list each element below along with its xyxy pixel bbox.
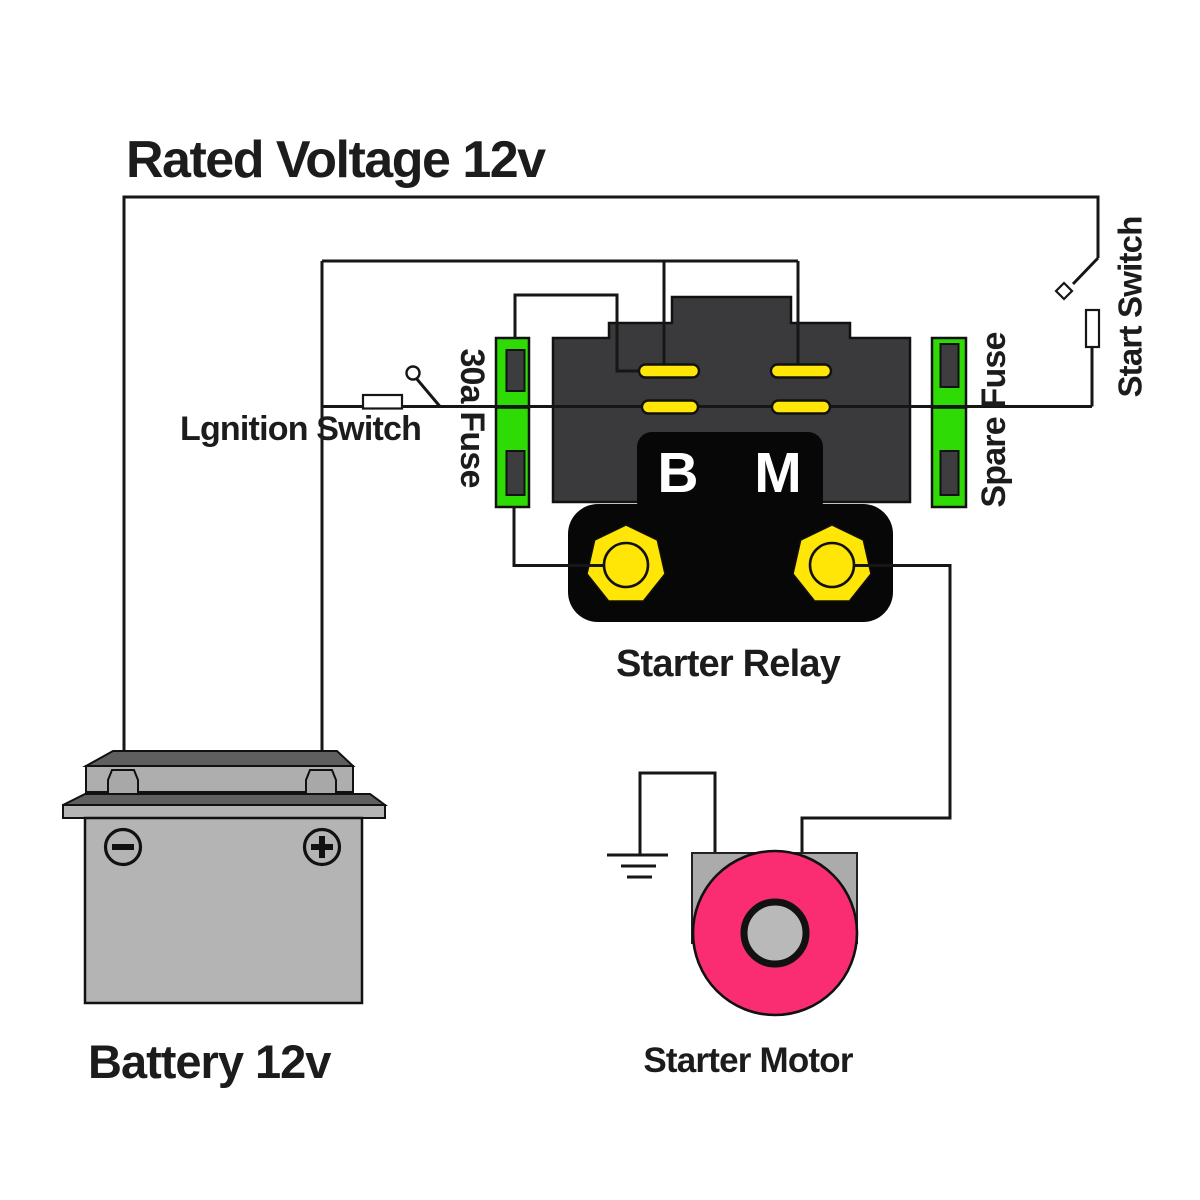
battery-flange-front bbox=[62, 804, 386, 819]
battery bbox=[62, 750, 389, 1005]
wires-terminals bbox=[512, 506, 952, 852]
terminal-m-nut bbox=[792, 524, 872, 602]
page-title: Rated Voltage 12v bbox=[126, 131, 546, 189]
fuse-30a-bottom-slot bbox=[505, 450, 526, 496]
start-switch-label: Start Switch bbox=[1112, 216, 1149, 397]
ignition-switch-body bbox=[361, 393, 404, 410]
battery-lid-top-face bbox=[82, 750, 356, 767]
battery-minus-icon bbox=[103, 827, 143, 867]
wire-battery-negative-loop bbox=[122, 195, 1100, 772]
start-switch-body bbox=[1084, 308, 1101, 349]
relay-pins bbox=[637, 363, 833, 415]
motor-shaft bbox=[740, 898, 810, 968]
fuse-spare bbox=[930, 336, 968, 509]
fuse-30a-label: 30a Fuse bbox=[453, 348, 491, 487]
battery-label: Battery 12v bbox=[88, 1035, 331, 1088]
ignition-switch-symbol bbox=[361, 365, 421, 410]
starter-motor-label: Starter Motor bbox=[643, 1041, 854, 1080]
terminal-b-label: B bbox=[657, 441, 698, 505]
start-switch-contact bbox=[1054, 281, 1074, 301]
relay-pin-top-left bbox=[637, 363, 701, 379]
wire-start-switch-arm bbox=[1071, 256, 1100, 286]
relay-pin-bottom-left bbox=[640, 399, 700, 415]
fuse-30a bbox=[494, 336, 531, 509]
start-switch-symbol bbox=[1054, 281, 1101, 349]
wire-fuse-to-b-terminal bbox=[512, 506, 604, 567]
diagram-labels: Rated Voltage 12v Lgnition Switch Batter… bbox=[88, 131, 1149, 1088]
spare-fuse-label: Spare Fuse bbox=[975, 332, 1013, 507]
ignition-switch-contact bbox=[405, 365, 421, 381]
battery-plus-icon bbox=[302, 827, 342, 867]
starter-motor bbox=[691, 849, 859, 1017]
wire-fuse-loop bbox=[513, 293, 641, 373]
fuse-spare-top-slot bbox=[939, 343, 960, 388]
terminal-m-label: M bbox=[754, 441, 801, 505]
wire-motor-ground bbox=[638, 771, 717, 854]
starter-relay-label: Starter Relay bbox=[616, 643, 841, 685]
ignition-switch-label: Lgnition Switch bbox=[180, 410, 421, 448]
wire-ignition-arm bbox=[414, 377, 442, 408]
fuse-30a-top-slot bbox=[505, 349, 526, 392]
battery-flange-top-face bbox=[62, 793, 389, 806]
relay-pin-bottom-right bbox=[770, 399, 832, 415]
wire-m-terminal-to-motor bbox=[800, 564, 952, 852]
fuse-spare-bottom-slot bbox=[939, 450, 960, 496]
wires bbox=[122, 195, 1100, 879]
relay-bm-label-box bbox=[637, 432, 823, 517]
starter-relay-base: B M bbox=[568, 432, 893, 622]
relay-pin-top-right bbox=[769, 363, 833, 379]
terminal-b-nut bbox=[586, 524, 666, 602]
